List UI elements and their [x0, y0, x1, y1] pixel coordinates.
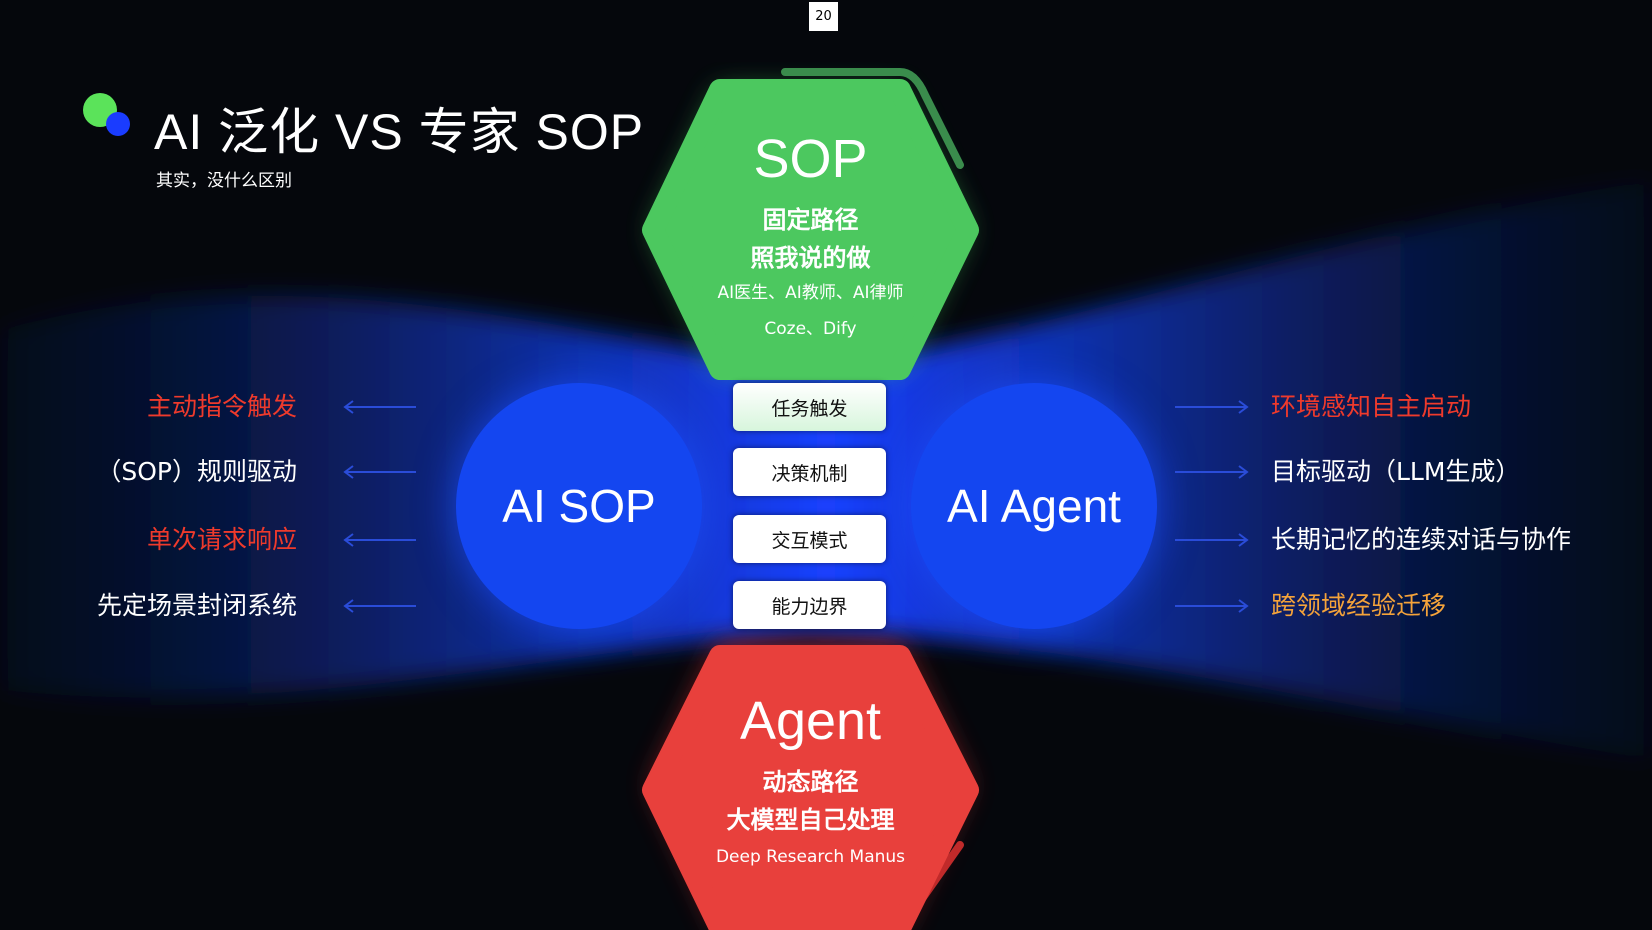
box-capability-boundary: 能力边界 — [733, 581, 886, 629]
left-arrows — [343, 400, 416, 613]
right-label-4: 跨领域经验迁移 — [1271, 591, 1447, 620]
slide-subtitle: 其实，没什么区别 — [156, 171, 292, 191]
right-arrows — [1175, 400, 1249, 613]
left-label-1: 主动指令触发 — [146, 392, 297, 421]
left-label-4: 先定场景封闭系统 — [96, 591, 297, 620]
right-label-1: 环境感知自主启动 — [1271, 392, 1472, 421]
sop-line1: 固定路径 — [762, 206, 859, 234]
blue-dot-icon — [106, 112, 130, 136]
page-number: 20 — [809, 2, 838, 31]
sop-hexagon — [642, 79, 979, 380]
box-decision-mechanism: 决策机制 — [733, 448, 886, 496]
ai-agent-circle: AI Agent — [911, 383, 1157, 629]
left-label-3: 单次请求响应 — [146, 525, 297, 554]
right-label-2: 目标驱动（LLM生成） — [1271, 457, 1521, 486]
box-task-trigger: 任务触发 — [733, 383, 886, 431]
slide-title: AI 泛化 VS 专家 SOP — [154, 104, 645, 160]
agent-line2: 大模型自己处理 — [726, 806, 895, 834]
right-label-3: 长期记忆的连续对话与协作 — [1271, 525, 1572, 554]
agent-heading: Agent — [739, 691, 882, 751]
sop-heading: SOP — [753, 129, 868, 189]
sop-examples: AI医生、AI教师、AI律师 — [717, 283, 904, 303]
ai-sop-circle: AI SOP — [456, 383, 702, 629]
green-accent-line — [781, 68, 964, 169]
sop-tools: Coze、Dify — [764, 319, 857, 339]
left-label-2: （SOP）规则驱动 — [96, 457, 297, 486]
agent-hexagon — [642, 645, 979, 930]
sop-line2: 照我说的做 — [750, 244, 871, 272]
agent-examples: Deep Research Manus — [715, 847, 906, 867]
box-interaction-mode: 交互模式 — [733, 515, 886, 563]
agent-line1: 动态路径 — [762, 768, 859, 796]
